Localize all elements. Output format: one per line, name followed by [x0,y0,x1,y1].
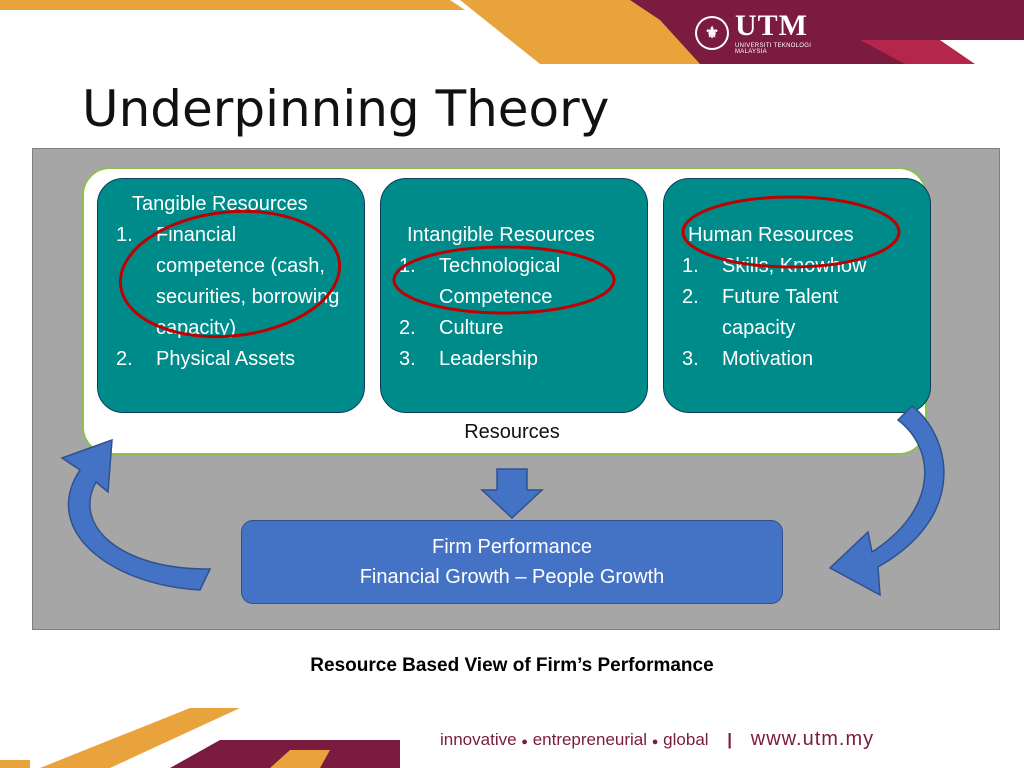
box-heading: Intangible Resources [407,224,595,246]
box-heading: Tangible Resources [132,193,308,215]
resource-list: 1. Technological Competence 2. Culture 3… [399,251,629,375]
item-number: 2. [399,317,416,339]
item-number: 3. [399,348,416,370]
item-text: Financial competence (cash, securities, … [156,224,340,339]
item-number: 2. [116,348,133,370]
resources-label: Resources [464,421,560,443]
list-item: 2. Future Talent capacity [682,282,912,344]
human-resources-box: Human Resources 1. Skills, Knowhow 2. Fu… [663,178,931,413]
item-number: 1. [399,255,416,277]
list-item: 3. Leadership [399,344,629,375]
firm-performance-box: Firm Performance Financial Growth – Peop… [241,520,783,604]
list-item: 2. Culture [399,313,629,344]
item-number: 1. [116,224,133,246]
performance-subtitle: Financial Growth – People Growth [359,566,665,588]
list-item: 1. Technological Competence [399,251,629,313]
item-number: 2. [682,286,699,308]
footer-band [0,708,400,768]
bullet-icon: ● [521,736,528,748]
tangible-resources-box: Tangible Resources 1. Financial competen… [97,178,365,413]
tagline-global: global [663,730,709,749]
divider: | [727,730,733,749]
intangible-resources-box: Intangible Resources 1. Technological Co… [380,178,648,413]
crest-icon: ⚜ [695,16,729,50]
item-text: Physical Assets [156,348,295,370]
logo-name: UTM [734,9,808,42]
website-link[interactable]: www.utm.my [750,728,875,750]
header-band [0,0,1024,64]
logo-subtitle: UNIVERSITI TEKNOLOGI MALAYSIA [734,43,812,55]
bullet-icon: ● [651,736,659,748]
list-item: 3. Motivation [682,344,912,375]
item-text: Leadership [439,348,538,370]
item-text: Skills, Knowhow [722,255,867,277]
footer-tagline: innovative ● entrepreneurial ● global | … [440,728,874,751]
item-text: Motivation [722,348,814,370]
list-item: 1. Skills, Knowhow [682,251,912,282]
list-item: 1. Financial competence (cash, securitie… [116,220,346,344]
resource-list: 1. Financial competence (cash, securitie… [116,220,346,375]
diagram-caption: Resource Based View of Firm’s Performanc… [310,655,714,676]
box-heading: Human Resources [688,224,854,246]
slide-title: Underpinning Theory [82,80,610,138]
tagline-entrepreneurial: entrepreneurial [532,730,648,749]
list-item: 2. Physical Assets [116,344,346,375]
item-text: Culture [439,317,504,339]
resource-list: 1. Skills, Knowhow 2. Future Talent capa… [682,251,912,375]
utm-logo: ⚜ UTM UNIVERSITI TEKNOLOGI MALAYSIA [695,8,845,58]
performance-title: Firm Performance [431,536,593,558]
item-text: Future Talent capacity [722,286,839,339]
tagline-innovative: innovative [440,730,517,749]
item-text: Technological Competence [439,255,561,308]
item-number: 3. [682,348,699,370]
item-number: 1. [682,255,699,277]
